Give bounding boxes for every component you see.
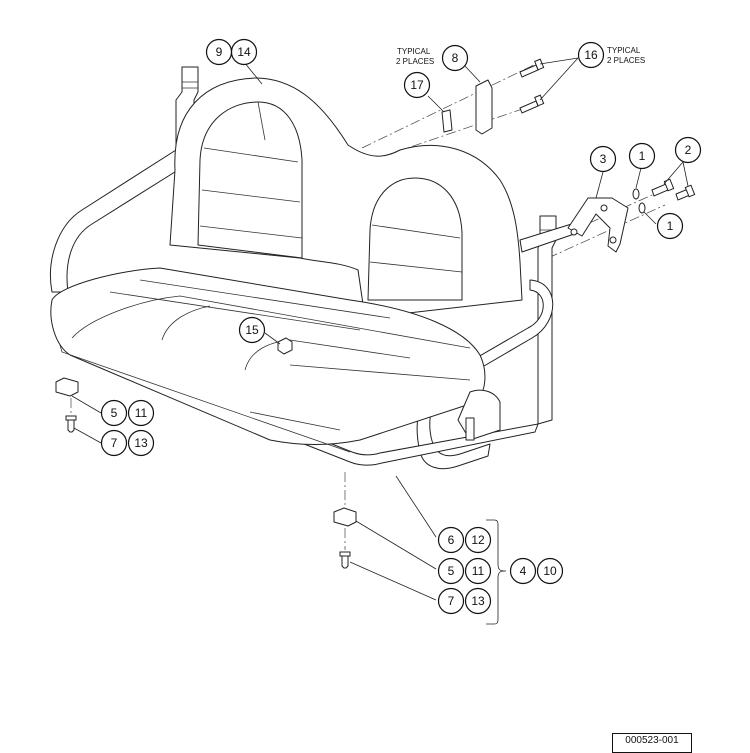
- left-back-cushion: [197, 101, 303, 259]
- back-bracket: [475, 79, 493, 135]
- left-clip: [55, 377, 79, 397]
- typical-note-left-line1: TYPICAL: [397, 47, 431, 56]
- svg-text:16: 16: [584, 48, 598, 62]
- seat-bottom: [50, 267, 501, 453]
- callout-16: 16: [577, 41, 605, 69]
- callout-1-upper: 1: [628, 142, 656, 170]
- nut-15: [277, 337, 293, 355]
- left-screw: [65, 415, 77, 433]
- group-brace: [486, 519, 507, 625]
- callout-7-right: 7: [437, 587, 465, 615]
- callout-13-left: 13: [127, 429, 155, 457]
- svg-text:11: 11: [472, 564, 485, 578]
- svg-text:1: 1: [667, 219, 674, 233]
- washer-lower: [638, 202, 646, 214]
- svg-text:11: 11: [135, 406, 148, 420]
- leader-lines: [71, 57, 689, 625]
- svg-text:3: 3: [600, 152, 607, 166]
- callout-13-right: 13: [464, 587, 492, 615]
- svg-text:6: 6: [448, 533, 455, 547]
- washer-upper: [632, 188, 640, 200]
- svg-text:1: 1: [639, 149, 646, 163]
- callout-17: 17: [403, 71, 431, 99]
- callout-14: 14: [230, 38, 258, 66]
- typical-note-right-line1: TYPICAL: [607, 46, 641, 55]
- svg-text:12: 12: [471, 533, 485, 547]
- svg-text:5: 5: [111, 406, 118, 420]
- callout-4: 4: [509, 557, 537, 585]
- callout-balloons: 9 14 8 17 16 3 1 2 1 15 5 11 7 13 6 12 5…: [100, 38, 702, 615]
- svg-text:8: 8: [452, 51, 459, 65]
- svg-text:10: 10: [543, 564, 557, 578]
- callout-7-left: 7: [100, 429, 128, 457]
- callout-1-lower: 1: [656, 212, 684, 240]
- seat-back: [169, 77, 523, 319]
- bottom-screw: [339, 551, 351, 569]
- typical-note-left-line2: 2 PLACES: [396, 57, 434, 66]
- callout-5-right: 5: [437, 557, 465, 585]
- mounting-bracket: [567, 197, 629, 253]
- typical-note-right-line2: 2 PLACES: [607, 56, 645, 65]
- callout-11-left: 11: [127, 399, 155, 427]
- svg-text:15: 15: [245, 323, 259, 337]
- svg-text:14: 14: [237, 45, 251, 59]
- svg-text:2: 2: [685, 143, 692, 157]
- callout-8: 8: [441, 44, 469, 72]
- drawing-number: 000523-001: [612, 733, 692, 753]
- svg-text:17: 17: [410, 78, 424, 92]
- bottom-clip: [333, 507, 357, 527]
- svg-text:13: 13: [134, 436, 148, 450]
- right-back-cushion: [367, 177, 463, 301]
- bolt-16-upper: [519, 58, 545, 78]
- callout-12: 12: [464, 526, 492, 554]
- hardware: [55, 58, 696, 569]
- callout-2: 2: [674, 136, 702, 164]
- callout-15: 15: [238, 316, 266, 344]
- svg-text:9: 9: [216, 45, 223, 59]
- svg-text:7: 7: [111, 436, 118, 450]
- svg-text:7: 7: [448, 594, 455, 608]
- callout-9: 9: [205, 38, 233, 66]
- callout-6: 6: [437, 526, 465, 554]
- spacer-block: [441, 109, 453, 133]
- bolt-lower: [675, 184, 696, 201]
- svg-text:5: 5: [448, 564, 455, 578]
- svg-text:13: 13: [471, 594, 485, 608]
- bolt-16-lower: [519, 94, 545, 114]
- svg-text:4: 4: [520, 564, 527, 578]
- callout-3: 3: [589, 145, 617, 173]
- callout-11-right: 11: [464, 557, 492, 585]
- callout-10: 10: [536, 557, 564, 585]
- bolt-upper: [651, 178, 675, 197]
- callout-5-left: 5: [100, 399, 128, 427]
